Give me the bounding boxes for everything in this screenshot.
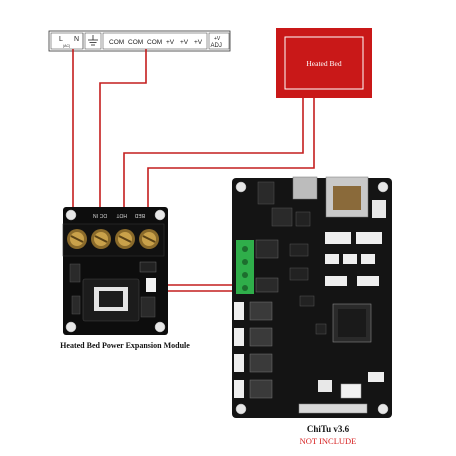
psu-output-v-3: +V xyxy=(194,39,203,46)
ribbon-connector xyxy=(298,403,368,414)
psu-label-n: N xyxy=(74,36,79,43)
wire-bed-2 xyxy=(147,98,315,212)
psu-output-com-3: COM xyxy=(147,39,162,46)
screw-terminal-2 xyxy=(91,229,111,249)
psu-terminal-strip: L N (AC) COM COM COM +V +V +V +V ADJ xyxy=(48,30,231,52)
module-screw-terminals xyxy=(67,229,159,249)
mainboard-power-terminals xyxy=(236,240,254,294)
screw-terminal-4 xyxy=(139,229,159,249)
screw-terminal-1 xyxy=(67,229,87,249)
wire-bed-1 xyxy=(123,98,304,212)
expansion-module: IN DC HOT BED xyxy=(62,207,168,335)
psu-adj-top: +V xyxy=(214,36,221,42)
mainboard xyxy=(232,176,392,418)
screw-terminal-3 xyxy=(115,229,135,249)
psu-output-com-2: COM xyxy=(128,39,143,46)
psu-output-v-1: +V xyxy=(166,39,175,46)
heated-bed-label: Heated Bed xyxy=(306,59,341,68)
psu-output-v-2: +V xyxy=(180,39,189,46)
power-jack xyxy=(257,181,275,205)
module-label-in: IN xyxy=(93,212,98,218)
usb-port xyxy=(292,176,318,200)
module-caption: Heated Bed Power Expansion Module xyxy=(60,341,190,350)
stepper-drivers xyxy=(234,301,273,399)
module-label-dc: DC xyxy=(99,212,107,218)
module-label-bed: BED xyxy=(134,212,145,218)
psu-label-ac: (AC) xyxy=(63,44,70,48)
psu-output-com-1: COM xyxy=(109,39,124,46)
heated-bed: Heated Bed xyxy=(276,28,372,98)
wire-psu-v xyxy=(99,49,147,212)
module-label-hot: HOT xyxy=(116,212,127,218)
psu-adj-bottom: ADJ xyxy=(211,43,222,49)
ground-icon xyxy=(88,35,98,46)
wires xyxy=(72,49,315,292)
mainboard-caption: ChiTu v3.6 xyxy=(306,424,350,434)
not-include-note: NOT INCLUDE xyxy=(299,436,357,446)
heated-bed-plate xyxy=(276,28,372,98)
psu-label-l: L xyxy=(59,36,63,43)
